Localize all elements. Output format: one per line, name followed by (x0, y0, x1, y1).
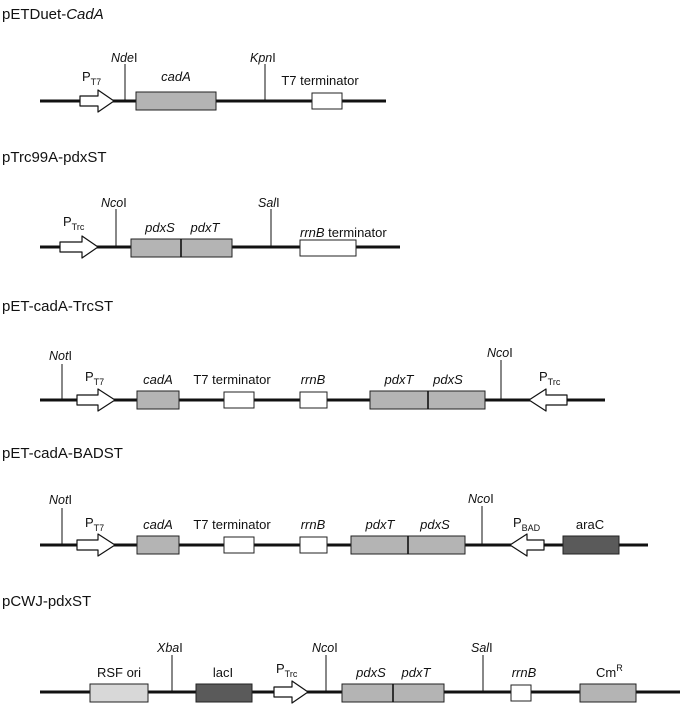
terminator-label: rrnB terminator (300, 225, 387, 240)
gene-label: RSF ori (97, 665, 141, 680)
construct-title: pET-cadA-BADST (2, 445, 123, 462)
gene-box (135, 91, 217, 111)
restriction-site-label: NdeI (111, 51, 137, 65)
promoter-label: PTrc (63, 214, 85, 232)
restriction-site-label: KpnI (250, 51, 276, 65)
gene-label: pdxT (401, 665, 432, 680)
promoter-arrow-reverse (509, 533, 545, 557)
restriction-site-label: SalI (471, 641, 493, 655)
construct-pcwj-pdxst: pCWJ-pdxST RSF ori XbaI lacI PTrc NcoI p… (2, 593, 680, 704)
restriction-site-label: NotI (49, 349, 72, 363)
gene-box-pdxt (180, 238, 233, 258)
promoter-label: PT7 (85, 369, 104, 387)
promoter-arrow (76, 533, 116, 557)
terminator-box (223, 536, 255, 554)
gene-box-pdxs (341, 683, 394, 703)
terminator-box (311, 92, 343, 110)
construct-pet-cada-trcst: pET-cadA-TrcST NotI PT7 cadA T7 terminat… (2, 298, 605, 412)
gene-box-pdxs (427, 390, 486, 410)
restriction-site-label: SalI (258, 196, 280, 210)
promoter-arrow (79, 89, 115, 113)
gene-box (136, 390, 180, 410)
terminator-box (299, 536, 328, 554)
restriction-site-label: XbaI (156, 641, 183, 655)
gene-label: cadA (143, 372, 173, 387)
promoter-label: PTrc (539, 369, 561, 387)
promoter-label: PT7 (82, 69, 101, 87)
construct-petduet-cada: pETDuet-CadA PT7 NdeI cadA KpnI T7 termi… (2, 6, 386, 113)
gene-box-dark (195, 683, 253, 703)
terminator-label: rrnB (301, 372, 326, 387)
restriction-site-label: NcoI (487, 346, 513, 360)
gene-label: pdxS (432, 372, 463, 387)
gene-label: cadA (143, 517, 173, 532)
terminator-box (299, 391, 328, 409)
terminator-label: rrnB (301, 517, 326, 532)
construct-title: pTrc99A-pdxST (2, 149, 106, 166)
promoter-arrow-reverse (528, 388, 568, 412)
gene-label: pdxT (384, 372, 415, 387)
gene-box-pale (89, 683, 149, 703)
promoter-arrow (273, 680, 309, 704)
terminator-label: rrnB (512, 665, 537, 680)
construct-pet-cada-badst: pET-cadA-BADST NotI PT7 cadA T7 terminat… (2, 445, 648, 557)
gene-box (136, 535, 180, 555)
terminator-label: T7 terminator (193, 372, 271, 387)
gene-label: lacI (213, 665, 233, 680)
gene-box-pdxt (392, 683, 445, 703)
promoter-label: PTrc (276, 661, 298, 679)
gene-box-dark (562, 535, 620, 555)
gene-box-pdxs (407, 535, 466, 555)
promoter-label: PBAD (513, 515, 541, 533)
promoter-arrow (76, 388, 116, 412)
terminator-label: T7 terminator (193, 517, 271, 532)
construct-title: pETDuet-CadA (2, 6, 104, 23)
terminator-box (510, 684, 532, 702)
terminator-box (299, 239, 357, 257)
restriction-site-label: NcoI (312, 641, 338, 655)
promoter-arrow (59, 235, 99, 259)
gene-label: pdxS (355, 665, 386, 680)
construct-title: pCWJ-pdxST (2, 593, 91, 610)
restriction-site-label: NcoI (468, 492, 494, 506)
promoter-label: PT7 (85, 515, 104, 533)
gene-label: cadA (161, 69, 191, 84)
construct-title: pET-cadA-TrcST (2, 298, 113, 315)
gene-label: pdxS (144, 220, 175, 235)
gene-label: araC (576, 517, 604, 532)
gene-label: pdxT (190, 220, 221, 235)
gene-box-pdxt (369, 390, 429, 410)
gene-box-pdxt (350, 535, 409, 555)
terminator-box (223, 391, 255, 409)
restriction-site-label: NotI (49, 493, 72, 507)
gene-label: CmR (596, 663, 623, 680)
restriction-site-label: NcoI (101, 196, 127, 210)
gene-label: pdxS (419, 517, 450, 532)
gene-label: pdxT (365, 517, 396, 532)
construct-ptrc99a-pdxst: pTrc99A-pdxST PTrc NcoI pdxS pdxT SalI r… (2, 149, 400, 259)
terminator-label: T7 terminator (281, 73, 359, 88)
gene-box-pdxs (130, 238, 182, 258)
gene-box (579, 683, 637, 703)
